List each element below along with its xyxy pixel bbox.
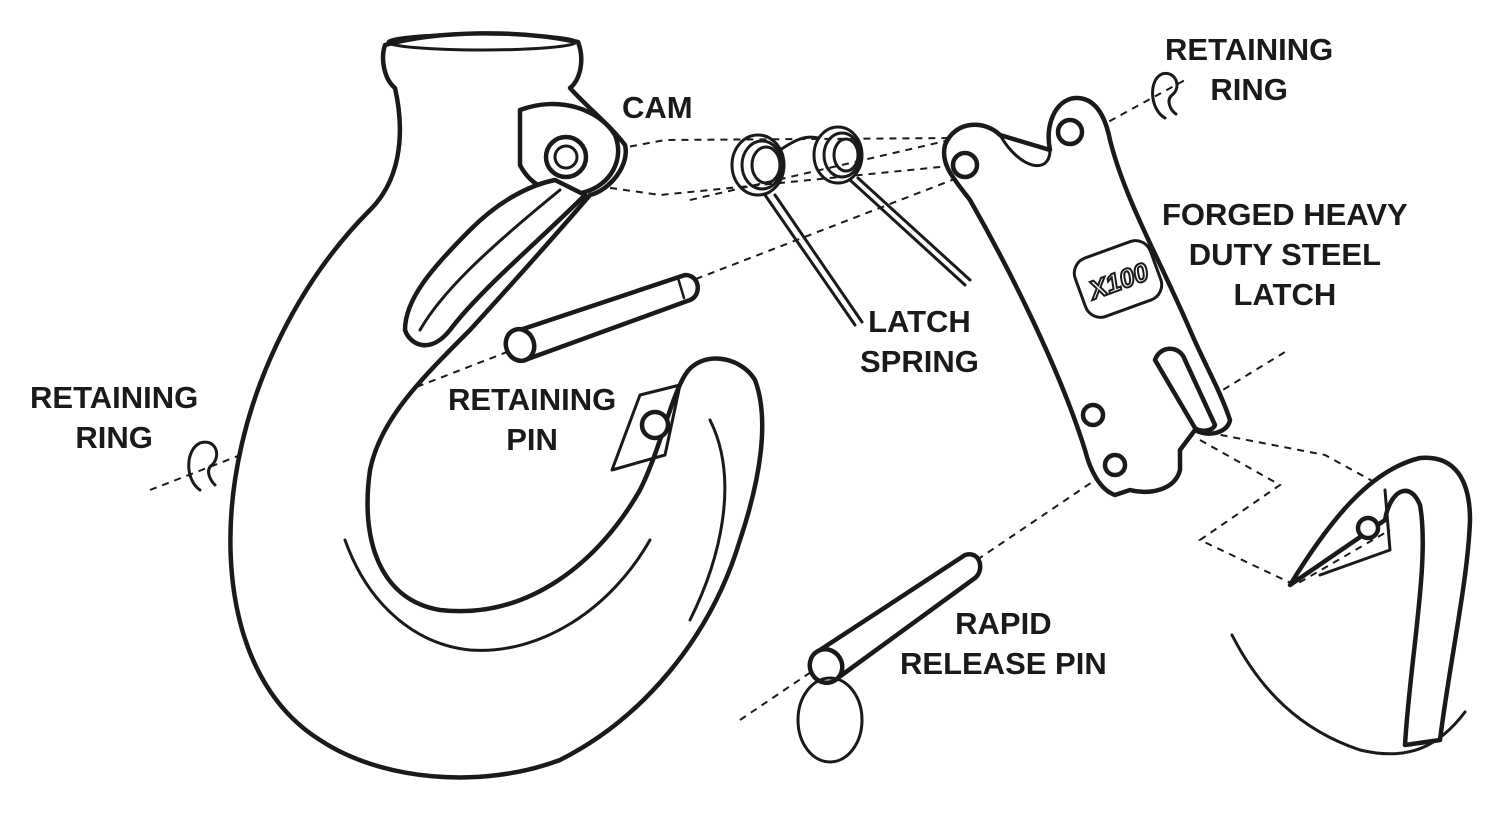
pull-ring [796, 676, 864, 764]
hook-tip-pin-hole [639, 409, 671, 441]
latch-release-hole-2 [1102, 452, 1128, 478]
forged-latch-part: X100 [941, 95, 1233, 498]
label-cam: CAM [622, 90, 693, 125]
spring-coil-left [730, 133, 786, 197]
spring-bridge [778, 135, 820, 152]
latch-slot [1152, 346, 1218, 433]
label-rapid-release-pin: RAPID RELEASE PIN [900, 606, 1107, 681]
hook-tip-boss [610, 383, 682, 472]
label-retaining-ring-left: RETAINING RING [30, 380, 199, 455]
latch-pivot-hole-right [1055, 117, 1085, 147]
latch-pivot-hole-left [950, 150, 980, 180]
retaining-ring-left-part [187, 440, 219, 492]
label-latch-spring: LATCH SPRING [860, 304, 979, 379]
spring-coil-right [812, 125, 864, 185]
latch-notch [998, 133, 1052, 168]
hook-inner-groove [343, 538, 652, 652]
latch-release-hole-1 [1080, 402, 1106, 428]
detail-inset [1230, 455, 1473, 756]
rapid-release-pin-part [796, 551, 983, 764]
cam-pivot-boss [543, 134, 589, 180]
label-retaining-pin: RETAINING PIN [448, 382, 617, 457]
hook-body [228, 31, 765, 780]
retaining-ring-top-part [1151, 71, 1179, 120]
label-forged-latch: FORGED HEAVY DUTY STEEL LATCH [1162, 197, 1408, 312]
latch-spring-part [730, 125, 972, 327]
cam-slot [402, 177, 588, 348]
hook-tip-groove [688, 418, 727, 622]
spring-leg-left [763, 193, 857, 327]
label-retaining-ring-top: RETAINING RING [1165, 32, 1334, 107]
retaining-pin-part [503, 272, 700, 364]
spring-leg-right [848, 178, 967, 287]
spring-leg-left-edge [773, 193, 864, 324]
cam-pivot-hole [553, 144, 579, 170]
hook-outline [228, 31, 765, 780]
hook-top-eye [386, 32, 578, 52]
spring-leg-right-edge [856, 176, 972, 282]
cam-slot-inner [418, 188, 562, 332]
latch-outline [941, 95, 1233, 498]
